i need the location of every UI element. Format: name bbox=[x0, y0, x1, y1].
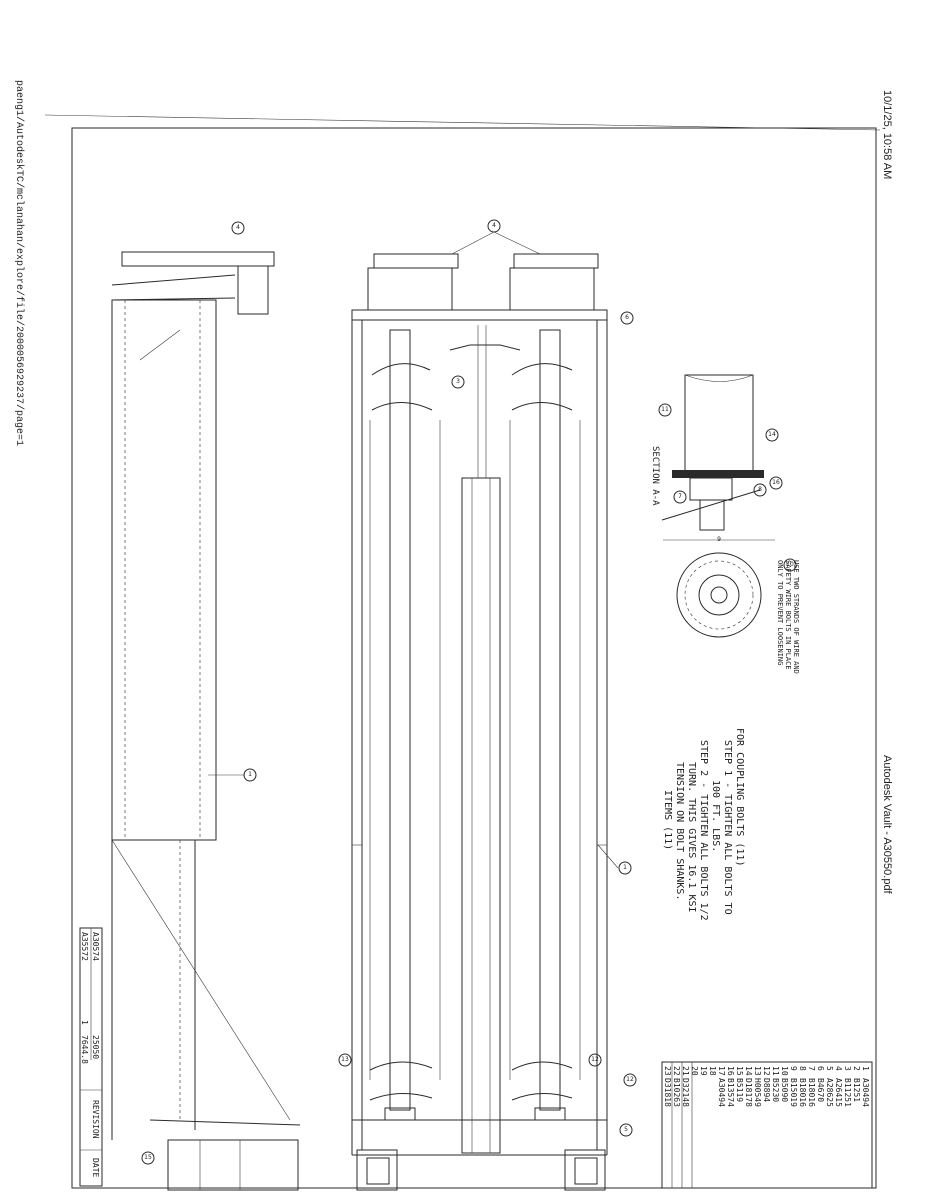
revision-block bbox=[79, 927, 103, 1187]
callout-number: 13 bbox=[341, 1056, 349, 1063]
parts-part-number: B13574 bbox=[726, 1078, 735, 1107]
side-elevation-view bbox=[111, 251, 301, 1191]
parts-part-number: D18178 bbox=[744, 1078, 753, 1107]
rev-weight-1: 25050 bbox=[91, 1035, 100, 1060]
parts-item-number: 17 bbox=[717, 1066, 726, 1076]
rev-row-1: A30574 bbox=[91, 932, 100, 961]
note-line-7: ITEMS (11) bbox=[662, 790, 673, 851]
item-callouts bbox=[141, 219, 797, 1165]
note-line-4: STEP 2 - TIGHTEN ALL BOLTS 1/2 bbox=[698, 740, 709, 921]
rev-row-2: A35572 bbox=[80, 932, 89, 961]
parts-part-number: B18016 bbox=[798, 1078, 807, 1107]
parts-item-number: 11 bbox=[771, 1066, 780, 1076]
callout-number: 12 bbox=[626, 1076, 634, 1083]
callout-number: 1 bbox=[248, 771, 252, 778]
parts-part-number: H00549 bbox=[753, 1078, 762, 1107]
parts-part-number: B4670 bbox=[816, 1078, 825, 1103]
parts-item-number: 18 bbox=[708, 1066, 717, 1076]
parts-part-number: B5119 bbox=[735, 1078, 744, 1103]
callout-number: 1 bbox=[623, 864, 627, 871]
parts-item-number: 14 bbox=[744, 1066, 753, 1076]
callout-number: 3 bbox=[456, 378, 460, 385]
parts-part-number: B5090 bbox=[780, 1078, 789, 1103]
callout-number: 16 bbox=[772, 479, 780, 486]
parts-item-number: 13 bbox=[753, 1066, 762, 1076]
callout-number: 12 bbox=[591, 1056, 599, 1063]
note-line-2: STEP 1 - TIGHTEN ALL BOLTS TO bbox=[722, 740, 733, 915]
parts-item-number: 4 bbox=[834, 1066, 843, 1071]
note-line-1: FOR COUPLING BOLTS (11) bbox=[734, 728, 745, 867]
parts-list-table bbox=[661, 1061, 873, 1189]
callout-number: 10 bbox=[786, 561, 794, 568]
sheet-border bbox=[71, 127, 877, 1189]
parts-part-number: B18016 bbox=[807, 1078, 816, 1107]
parts-item-number: 16 bbox=[726, 1066, 735, 1076]
parts-item-number: 6 bbox=[816, 1066, 825, 1071]
rev-qty: 1 bbox=[80, 1020, 89, 1025]
note-line-5: TURN. THIS GIVES 16.1 KSI bbox=[686, 762, 697, 913]
parts-item-number: 1 bbox=[861, 1066, 870, 1071]
revision-label: REVISION bbox=[91, 1100, 100, 1139]
parts-item-number: 21 bbox=[681, 1066, 690, 1076]
front-elevation-view bbox=[351, 253, 619, 1191]
callout-number: 7 bbox=[678, 493, 682, 500]
parts-part-number: D31818 bbox=[663, 1078, 672, 1107]
section-label: SECTION A-A bbox=[650, 446, 660, 506]
parts-part-number: A28625 bbox=[825, 1078, 834, 1107]
callout-number: 14 bbox=[768, 431, 776, 438]
callout-number: 15 bbox=[144, 1154, 152, 1161]
parts-item-number: 23 bbox=[663, 1066, 672, 1076]
callout-number: 11 bbox=[661, 406, 669, 413]
detail-note: USE TWO STRANDS OF WIRE AND SAFETY WIRE … bbox=[776, 560, 800, 674]
parts-item-number: 3 bbox=[843, 1066, 852, 1071]
parts-item-number: 15 bbox=[735, 1066, 744, 1076]
callout-number: 6 bbox=[625, 314, 629, 321]
parts-item-number: 22 bbox=[672, 1066, 681, 1076]
parts-item-number: 19 bbox=[699, 1066, 708, 1076]
parts-part-number: D8894 bbox=[762, 1078, 771, 1103]
parts-item-number: 10 bbox=[780, 1066, 789, 1076]
parts-part-number: A30494 bbox=[861, 1078, 870, 1107]
callout-number: 4 bbox=[236, 224, 240, 231]
parts-part-number: B1251 bbox=[852, 1078, 861, 1103]
parts-part-number: B5230 bbox=[771, 1078, 780, 1103]
section-detail bbox=[661, 374, 775, 638]
parts-item-number: 9 bbox=[789, 1066, 798, 1071]
note-line-3: 100 FT. LBS. bbox=[710, 780, 721, 853]
parts-part-number: D32148 bbox=[681, 1078, 690, 1107]
parts-item-number: 2 bbox=[852, 1066, 861, 1071]
parts-part-number: A30494 bbox=[717, 1078, 726, 1107]
rev-weight-2: 7644.8 bbox=[80, 1035, 89, 1064]
parts-part-number: B10263 bbox=[672, 1078, 681, 1107]
parts-part-number: A26415 bbox=[834, 1078, 843, 1107]
callout-number: 5 bbox=[624, 1126, 628, 1133]
date-label: DATE bbox=[91, 1158, 100, 1178]
parts-part-number: B11251 bbox=[843, 1078, 852, 1107]
callout-number: 9 bbox=[717, 536, 721, 543]
callout-number: 4 bbox=[492, 222, 496, 229]
callout-number: 8 bbox=[758, 486, 762, 493]
parts-part-number: B15019 bbox=[789, 1078, 798, 1107]
parts-item-number: 12 bbox=[762, 1066, 771, 1076]
parts-item-number: 5 bbox=[825, 1066, 834, 1071]
parts-item-number: 20 bbox=[690, 1066, 699, 1076]
note-line-6: TENSION ON BOLT SHANKS. bbox=[674, 762, 685, 901]
parts-item-number: 7 bbox=[807, 1066, 816, 1071]
parts-item-number: 8 bbox=[798, 1066, 807, 1071]
